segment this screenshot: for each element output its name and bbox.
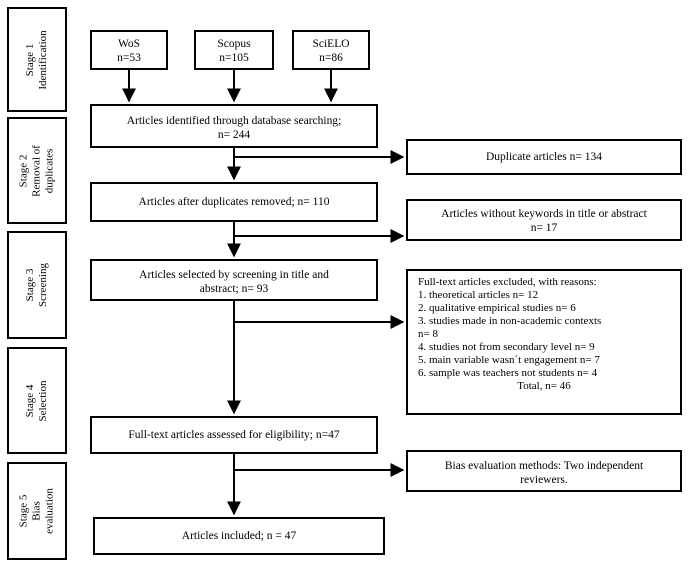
- excluded-articles-box: Full-text articles excluded, with reason…: [406, 269, 682, 415]
- bias-evaluation-box: Bias evaluation methods: Two independent…: [406, 450, 682, 492]
- screened-articles-box: Articles selected by screening in title …: [90, 259, 378, 301]
- database-box-scielo: SciELO n=86: [292, 30, 370, 70]
- identified-articles-count: n= 244: [217, 129, 251, 141]
- excluded-total: Total, n= 46: [517, 380, 571, 392]
- excluded-reason-2: 2. qualitative empirical studies n= 6: [418, 302, 576, 314]
- stage-4-box: Stage 4 Selection: [7, 347, 67, 454]
- database-name: WoS: [117, 38, 141, 50]
- database-count: n=53: [117, 52, 141, 64]
- bias-evaluation-text-cont: reviewers.: [520, 474, 568, 486]
- no-keywords-box: Articles without keywords in title or ab…: [406, 199, 682, 241]
- excluded-reason-1: 1. theoretical articles n= 12: [418, 289, 539, 301]
- database-box-wos: WoS n=53: [90, 30, 168, 70]
- no-keywords-count: n= 17: [530, 222, 558, 234]
- included-articles-text: Articles included; n = 47: [181, 530, 297, 542]
- database-count: n=86: [319, 52, 343, 64]
- database-name: Scopus: [217, 38, 251, 50]
- after-duplicates-text: Articles after duplicates removed; n= 11…: [138, 196, 330, 208]
- identified-articles-text: Articles identified through database sea…: [126, 115, 342, 127]
- screened-articles-count: abstract; n= 93: [199, 283, 269, 295]
- excluded-reason-5: 5. main variable wasn´t engagement n= 7: [418, 354, 600, 366]
- database-count: n=105: [219, 52, 249, 64]
- duplicate-articles-box: Duplicate articles n= 134: [406, 139, 682, 175]
- stage-1-box: Stage 1 Identification: [7, 7, 67, 112]
- stage-5-box: Stage 5 Bias evaluation: [7, 462, 67, 560]
- excluded-reason-3: 3. studies made in non-academic contexts: [418, 315, 602, 327]
- database-name: SciELO: [312, 38, 350, 50]
- excluded-reason-4: 4. studies not from secondary level n= 9: [418, 341, 595, 353]
- after-duplicates-box: Articles after duplicates removed; n= 11…: [90, 182, 378, 222]
- stage-3-box: Stage 3 Screening: [7, 231, 67, 339]
- bias-evaluation-text: Bias evaluation methods: Two independent: [444, 460, 644, 472]
- included-articles-box: Articles included; n = 47: [93, 517, 385, 555]
- identified-articles-box: Articles identified through database sea…: [90, 104, 378, 148]
- excluded-reason-3-count: n= 8: [418, 328, 438, 340]
- screened-articles-text: Articles selected by screening in title …: [139, 269, 329, 281]
- duplicate-articles-text: Duplicate articles n= 134: [485, 151, 603, 163]
- excluded-reason-6: 6. sample was teachers not students n= 4: [418, 367, 598, 379]
- excluded-title: Full-text articles excluded, with reason…: [418, 276, 597, 288]
- fulltext-assessed-box: Full-text articles assessed for eligibil…: [90, 416, 378, 454]
- no-keywords-text: Articles without keywords in title or ab…: [441, 208, 647, 220]
- database-box-scopus: Scopus n=105: [194, 30, 274, 70]
- stage-2-box: Stage 2 Removal of duplicates: [7, 117, 67, 224]
- fulltext-assessed-text: Full-text articles assessed for eligibil…: [128, 429, 340, 441]
